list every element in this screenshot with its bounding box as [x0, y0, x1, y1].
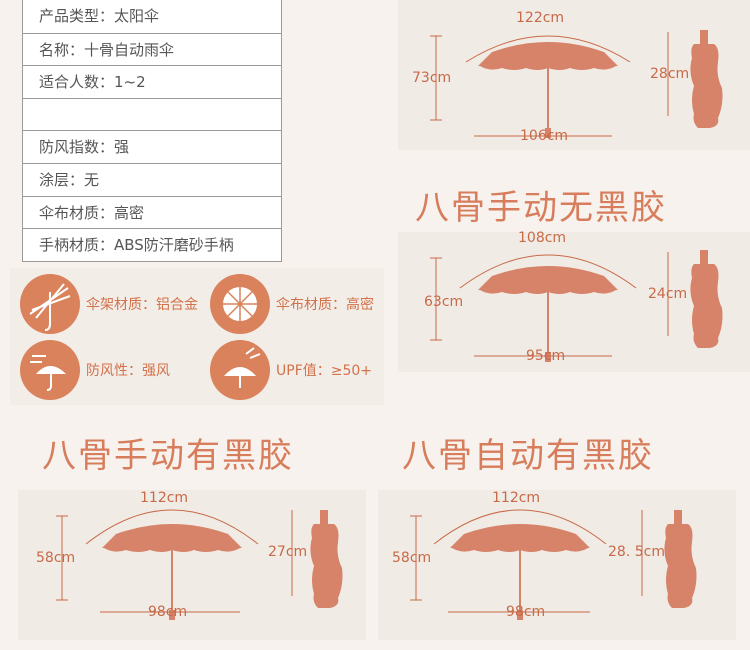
dim-base: 95cm — [526, 348, 566, 364]
dim-height: 63cm — [424, 294, 464, 310]
dim-folded: 27cm — [268, 544, 308, 560]
spec-row: 伞布材质：高密 — [23, 195, 281, 229]
spec-row: 产品类型：太阳伞 — [39, 7, 160, 25]
dim-height: 73cm — [412, 70, 452, 86]
variant-heading: 八骨手动无黑胶 — [415, 188, 667, 228]
spec-row — [23, 97, 281, 131]
spec-row: 名称：十骨自动雨伞 — [23, 32, 281, 66]
variant-panel-3 — [18, 490, 366, 640]
variant-heading: 八骨手动有黑胶 — [42, 436, 294, 476]
dim-base: 98cm — [506, 604, 546, 620]
dim-span: 112cm — [140, 490, 189, 506]
feature-label: 防风性：强风 — [86, 363, 170, 379]
dim-base: 98cm — [148, 604, 188, 620]
dim-height: 58cm — [36, 550, 76, 566]
dim-span: 108cm — [518, 230, 567, 246]
umbrella-frame-icon — [20, 274, 80, 334]
spec-row: 手柄材质：ABS防汗磨砂手柄 — [23, 228, 281, 261]
upf-sun-icon — [210, 340, 270, 400]
feature-upf: UPF值：≥50+ — [210, 340, 372, 400]
feature-panel: 伞架材质：铝合金 伞布材质：高密 防风性：强风 UP — [10, 268, 384, 405]
feature-label: 伞布材质：高密 — [276, 297, 374, 313]
feature-canopy: 伞布材质：高密 — [210, 274, 374, 334]
variant-panel-2 — [398, 232, 750, 372]
dim-span: 112cm — [492, 490, 541, 506]
spec-row: 涂层：无 — [23, 162, 281, 196]
feature-label: UPF值：≥50+ — [276, 363, 373, 379]
spec-row: 适合人数：1~2 — [23, 65, 281, 98]
dim-folded: 24cm — [648, 286, 688, 302]
variant-heading: 八骨自动有黑胶 — [402, 436, 654, 476]
dim-span: 122cm — [516, 10, 565, 26]
feature-wind: 防风性：强风 — [20, 340, 170, 400]
umbrella-canopy-icon — [210, 274, 270, 334]
spec-table: 产品类型：太阳伞 名称：十骨自动雨伞 适合人数：1~2 防风指数：强 涂层：无 … — [22, 0, 282, 262]
feature-frame: 伞架材质：铝合金 — [20, 274, 198, 334]
dim-folded: 28. 5cm — [608, 544, 665, 560]
spec-row: 防风指数：强 — [23, 130, 281, 163]
dim-height: 58cm — [392, 550, 432, 566]
dim-folded: 28cm — [650, 66, 690, 82]
dim-base: 106cm — [520, 128, 569, 144]
feature-label: 伞架材质：铝合金 — [86, 297, 198, 313]
wind-umbrella-icon — [20, 340, 80, 400]
